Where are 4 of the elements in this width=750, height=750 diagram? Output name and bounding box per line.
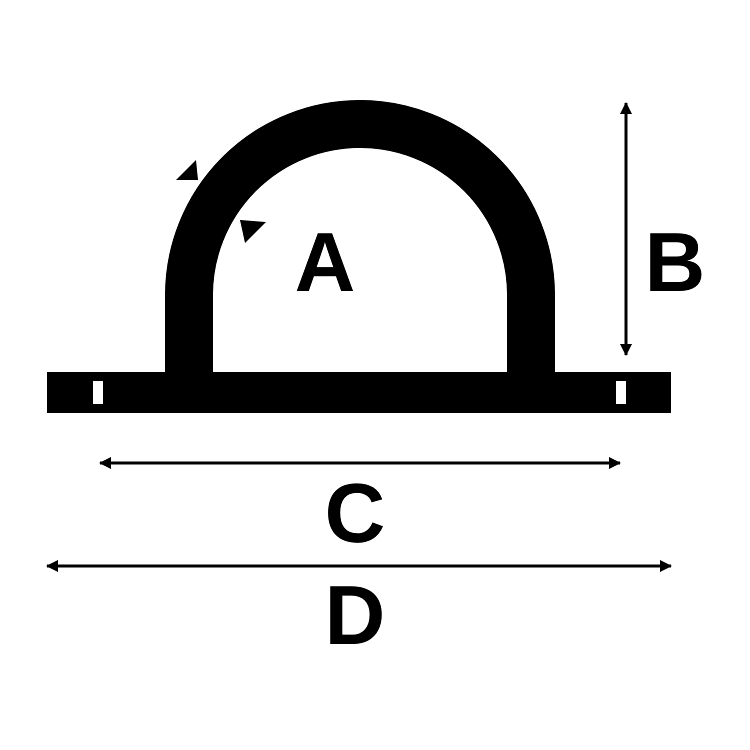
- dimension-label: C: [324, 471, 386, 555]
- dimension-label: A: [294, 220, 356, 304]
- dimension-label: D: [324, 573, 386, 657]
- dimension-label: B: [644, 220, 706, 304]
